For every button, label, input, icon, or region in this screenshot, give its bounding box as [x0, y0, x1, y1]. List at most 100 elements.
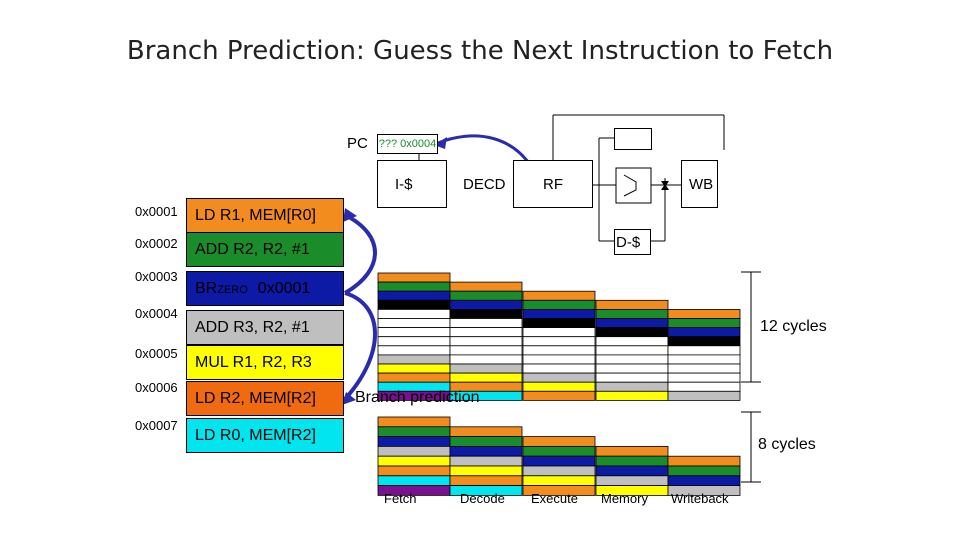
branch-opcode: BR: [195, 280, 218, 297]
rf-box: [513, 160, 593, 208]
pipeline-cell: [595, 345, 669, 356]
pipeline-cell: [667, 465, 741, 477]
pipeline-cell: [522, 475, 596, 486]
cycles-12-label: 12 cycles: [760, 318, 827, 335]
pipeline-cell: [377, 281, 451, 292]
pipeline-cell: [377, 290, 451, 301]
instruction-address: 0x0003: [135, 269, 178, 284]
pipeline-cell: [522, 327, 596, 338]
slide-title: Branch Prediction: Guess the Next Instru…: [126, 36, 834, 66]
pipeline-cell: [449, 299, 523, 310]
pipeline-cell: [522, 318, 596, 329]
instruction-address: 0x0002: [135, 236, 178, 251]
pipeline-cell: [449, 485, 523, 496]
pipeline-cell: [377, 336, 451, 347]
pipeline-cell: [595, 318, 669, 329]
pipeline-cell: [667, 485, 741, 496]
pc-register: ??? 0x0004: [377, 134, 438, 154]
wb-box: [681, 160, 718, 208]
instruction-row: ADD R3, R2, #1: [186, 310, 344, 345]
pipeline-cell: [522, 455, 596, 467]
instruction-row: LD R2, MEM[R2]: [186, 381, 344, 416]
pipeline-cell: [377, 416, 451, 428]
pipeline-cell: [449, 281, 523, 292]
pipeline-cell: [522, 290, 596, 301]
pipeline-cell: [667, 390, 741, 401]
pipeline-cell: [667, 308, 741, 319]
pipeline-cell: [449, 354, 523, 365]
pipeline-cell: [377, 327, 451, 338]
pipeline-cell: [522, 354, 596, 365]
pipeline-cell: [449, 426, 523, 437]
instruction-row: LD R1, MEM[R0]: [186, 198, 344, 233]
pipeline-cell: [595, 381, 669, 392]
instruction-address: 0x0007: [135, 418, 178, 433]
pipeline-cell: [595, 336, 669, 347]
instruction-address: 0x0004: [135, 306, 178, 321]
instruction-row: ADD R2, R2, #1: [186, 232, 344, 267]
pipeline-grid-12-cycles: [377, 272, 741, 401]
pipeline-cell: [449, 390, 523, 401]
instruction-address: 0x0001: [135, 204, 178, 219]
pipeline-cell: [449, 336, 523, 347]
pipeline-cell: [595, 372, 669, 383]
stage-label: Writeback: [671, 491, 729, 506]
stage-label: Fetch: [384, 491, 417, 506]
instruction-row: LD R0, MEM[R2]: [186, 418, 344, 453]
pipeline-cell: [595, 475, 669, 486]
rf-label: RF: [543, 176, 563, 193]
pc-label: PC: [347, 135, 368, 152]
pipeline-cell: [522, 336, 596, 347]
pipeline-cell: [377, 436, 451, 447]
pipeline-cell: [595, 390, 669, 401]
pipeline-cell: [595, 455, 669, 467]
pipeline-cell: [595, 363, 669, 374]
pipeline-cell: [595, 465, 669, 477]
pipeline-cell: [522, 485, 596, 496]
instruction-row: BRZERO 0x0001: [186, 271, 344, 306]
pipeline-cell: [377, 445, 451, 457]
dcache-label: D-$: [616, 234, 641, 251]
pipeline-cell: [667, 354, 741, 365]
pipeline-cell: [667, 336, 741, 347]
pipeline-cell: [449, 290, 523, 301]
icache-label: I-$: [395, 176, 413, 193]
branch-target: 0x0001: [257, 280, 311, 297]
pipeline-cell: [449, 372, 523, 383]
pipeline-cell: [449, 475, 523, 486]
stage-label: Execute: [531, 491, 578, 506]
instruction-row: MUL R1, R2, R3: [186, 345, 344, 380]
pipeline-cell: [377, 465, 451, 477]
pipeline-cell: [449, 455, 523, 467]
pipeline-cell: [449, 465, 523, 477]
pipeline-cell: [522, 381, 596, 392]
pipeline-cell: [522, 372, 596, 383]
pipeline-cell: [377, 299, 451, 310]
branch-condition: ZERO: [217, 284, 248, 296]
pipeline-cell: [522, 363, 596, 374]
pipeline-cell: [667, 381, 741, 392]
cycles-8-label: 8 cycles: [758, 436, 816, 453]
pipeline-cell: [522, 436, 596, 447]
pipeline-cell: [522, 390, 596, 401]
pipeline-cell: [595, 354, 669, 365]
pipeline-cell: [377, 475, 451, 486]
pipeline-cell: [522, 445, 596, 457]
pipeline-cell: [449, 308, 523, 319]
wb-label: WB: [689, 176, 714, 193]
pipeline-cell: [595, 308, 669, 319]
pipeline-cell: [377, 308, 451, 319]
pipeline-cell: [667, 372, 741, 383]
pipeline-cell: [667, 363, 741, 374]
pipeline-cell: [522, 308, 596, 319]
pipeline-cell: [377, 272, 451, 283]
instruction-address: 0x0006: [135, 380, 178, 395]
pipeline-cell: [595, 327, 669, 338]
pipeline-cell: [377, 372, 451, 383]
pipeline-cell: [667, 318, 741, 329]
latch-box: [614, 128, 652, 150]
pipeline-cell: [449, 436, 523, 447]
pipeline-cell: [377, 345, 451, 356]
instruction-address: 0x0005: [135, 346, 178, 361]
